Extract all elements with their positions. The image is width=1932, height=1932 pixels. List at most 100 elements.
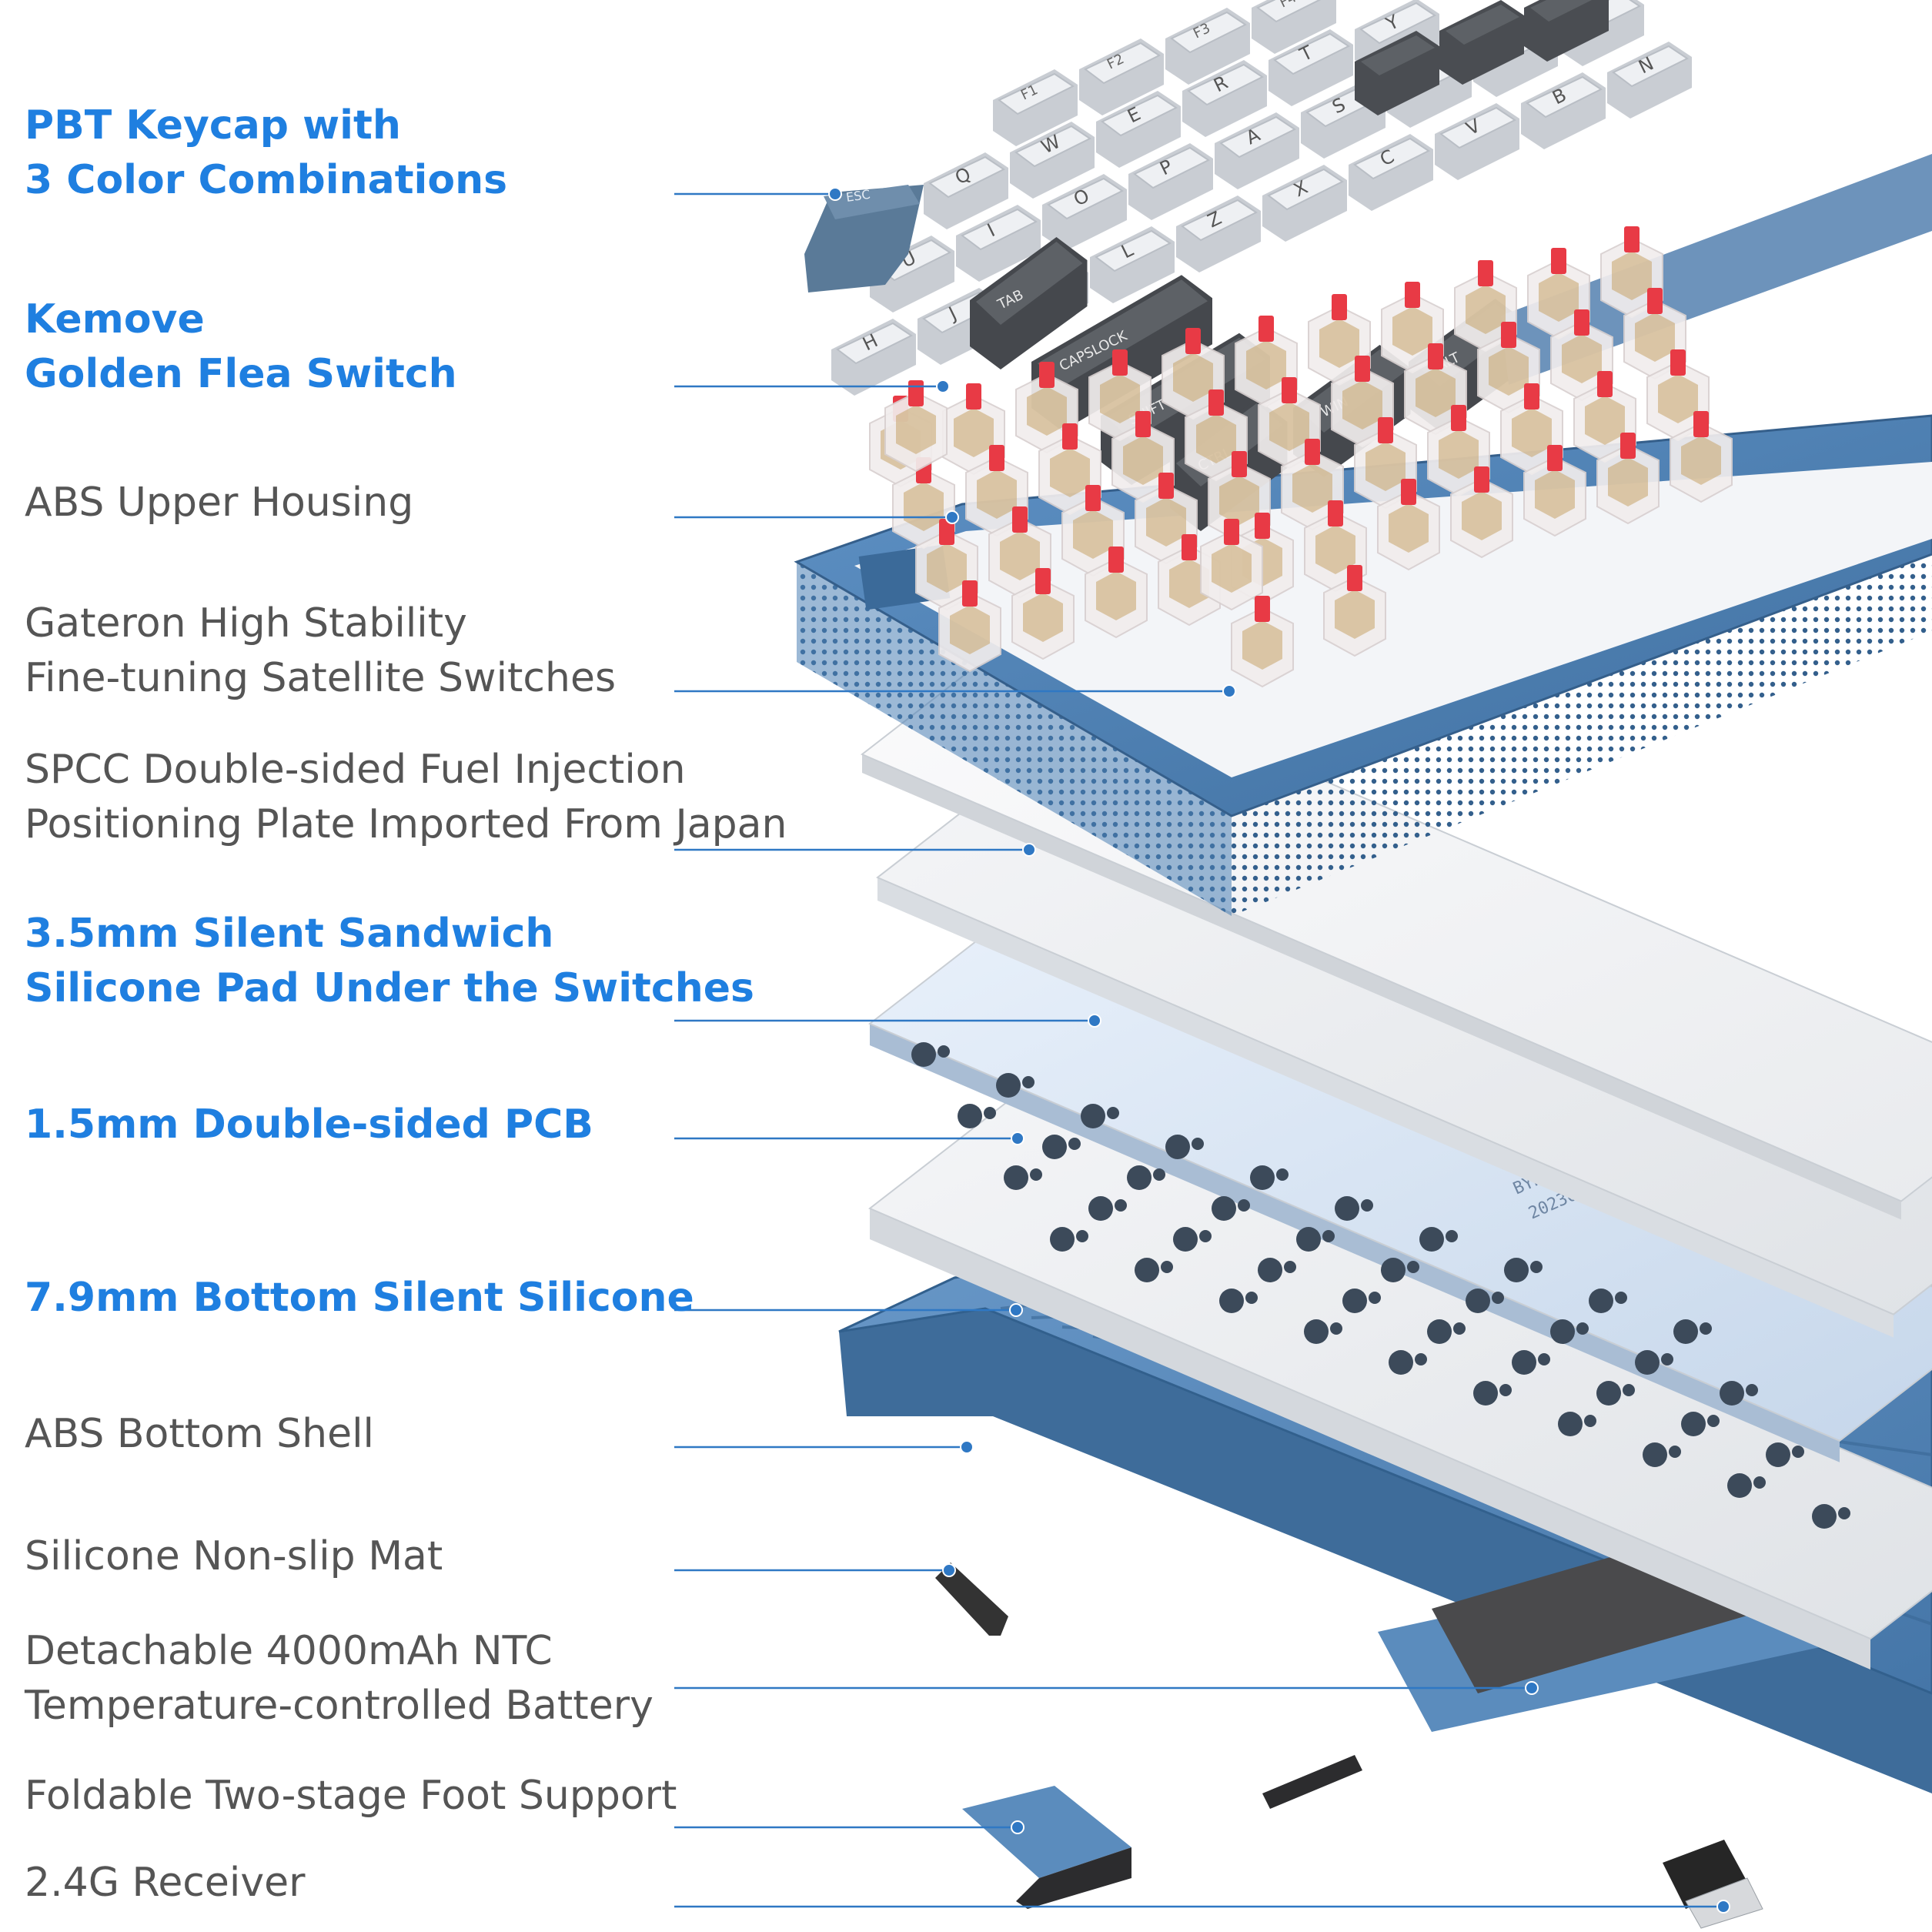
pcb-switch-hole [1165,1135,1190,1159]
switch-stem [1208,389,1224,416]
pcb-switch-hole [1558,1412,1583,1436]
switch-stem [1328,500,1343,526]
pcb-switch-hole [911,1042,936,1067]
callout-label-line: PBT Keycap with [25,102,401,149]
pcb-switch-hole [1296,1227,1321,1252]
callout-label-line: Golden Flea Switch [25,351,457,397]
pcb-pin-hole [1276,1168,1289,1181]
switch-stem [1255,513,1270,539]
usb-receiver [1663,1840,1763,1929]
switch-spring-tint [1212,543,1252,593]
keycap: B [1521,72,1606,149]
pcb-switch-hole [1004,1165,1028,1190]
switch-spring-tint [1489,346,1529,396]
sandwich-silicone-pad-edge [877,877,1894,1338]
switch-stem [1428,343,1443,369]
callout-label-line: 1.5mm Double-sided PCB [25,1101,593,1148]
switch-stem [1039,362,1055,388]
keycap: C [1349,134,1433,211]
pcb-pin-hole [1322,1230,1335,1242]
switch-stem [1085,485,1101,511]
switch-spring-tint [1466,285,1506,334]
mechanical-switch [1377,479,1440,571]
switch-spring-tint [1315,525,1355,574]
callout-label-line: Temperature-controlled Battery [25,1683,653,1729]
callout-dot [942,1563,956,1577]
switch-stem [1501,322,1516,348]
non-slip-mat-piece [935,1563,1008,1636]
switch-stem [1378,417,1393,443]
callout-label: ABS Bottom Shell [25,1407,374,1462]
pcb-pin-hole [1753,1476,1766,1489]
function-keycap [1355,31,1439,115]
switch-spring-tint [1612,251,1652,300]
keycap-top [1101,94,1178,137]
keycap: R [1182,60,1267,137]
callout-label-line: Silicone Non-slip Mat [25,1533,443,1579]
callout-label-line: 7.9mm Bottom Silent Silicone [25,1275,694,1321]
switch-stem [1524,383,1539,409]
pcb-switch-hole [1427,1319,1452,1344]
switch-spring-tint [977,470,1017,519]
pcb-board-edge [870,1024,1840,1462]
keycap: F3 [1165,8,1250,85]
callout-dot [1022,843,1036,857]
keycap-top [836,322,913,365]
switch-stem [1624,226,1640,252]
switch-spring-tint [950,605,990,654]
keycap: F2 [1079,38,1164,115]
switch-stem [1355,356,1370,382]
pcb-pin-hole [1538,1353,1550,1365]
switch-spring-tint [1462,491,1502,540]
pcb-pin-hole [1199,1230,1212,1242]
callout-label: Silicone Non-slip Mat [25,1529,443,1584]
switch-stem [1597,371,1613,397]
switch-spring-tint [1219,476,1259,525]
callout-label-line: Kemove [25,296,205,343]
keycap-top [1612,45,1689,88]
switch-stem [1108,547,1124,573]
function-keycap-top [1361,35,1435,75]
switch-spring-tint [1096,571,1136,620]
bottom-silicone-edge [870,1208,1870,1670]
switch-stem [1574,309,1589,336]
switch-stem [1305,439,1320,465]
mechanical-switch [1200,519,1263,611]
switch-stem [1401,479,1416,505]
pcb-switch-hole [1212,1196,1236,1221]
keycap-top [1014,125,1091,168]
pcb-pin-hole [1623,1384,1635,1396]
callout-label-line: SPCC Double-sided Fuel Injection [25,747,686,793]
keycap-top [961,208,1038,251]
pcb-pin-hole [1499,1384,1512,1396]
pcb-pin-hole [1707,1415,1720,1427]
pcb-pin-hole [1700,1322,1712,1335]
switch-stem [1620,433,1636,459]
pcb-pin-hole [1030,1168,1042,1181]
switch-stem [1670,349,1686,376]
switch-spring-tint [1535,470,1575,519]
callout-dot [960,1440,974,1454]
switch-stem [939,519,954,545]
pcb-switch-hole [1681,1412,1706,1436]
switch-spring-tint [1146,497,1186,547]
switch-spring-tint [1169,559,1209,608]
keycap: E [1096,91,1181,168]
pcb-pin-hole [1576,1322,1589,1335]
keycap: N [1607,42,1692,119]
switch-stem [1478,260,1493,286]
mechanical-switch [1523,445,1586,537]
callout-label-line: 3.5mm Silent Sandwich [25,911,554,957]
escape-legend: ESC [845,187,871,205]
pcb-switch-hole [1766,1442,1790,1467]
pcb-switch-hole [1812,1504,1837,1529]
switch-stem [1182,534,1197,560]
callout-dot [1088,1014,1101,1028]
callout-label-line: ABS Upper Housing [25,480,414,526]
foot-support [962,1786,1131,1909]
callout-label-line: Positioning Plate Imported From Japan [25,801,787,847]
switch-stem [1405,282,1420,308]
switch-spring-tint [1242,620,1282,670]
